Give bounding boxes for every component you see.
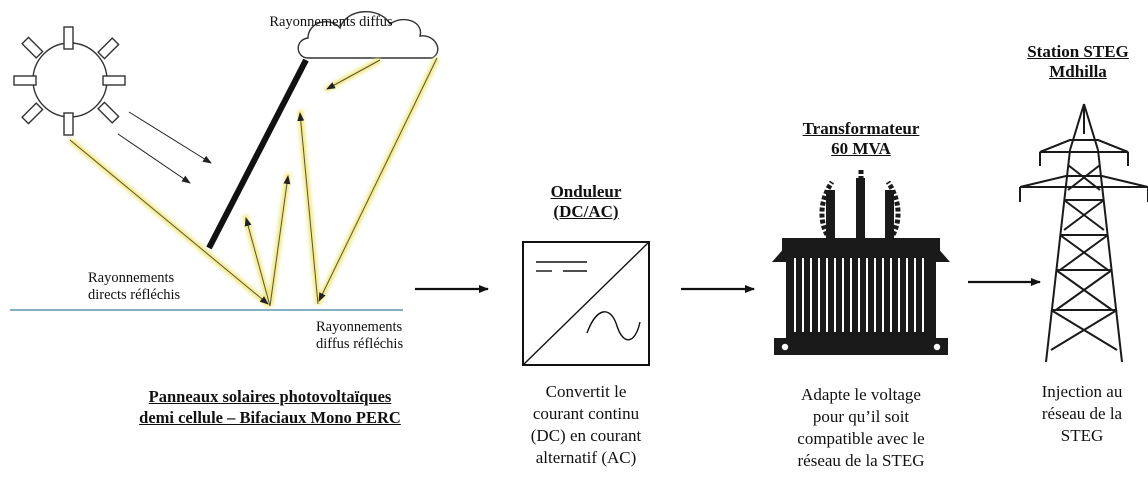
station-desc-line: STEG: [1060, 426, 1104, 445]
panel-caption: Panneaux solaires photovoltaïques demi c…: [60, 386, 480, 428]
station-description: Injection au réseau de la STEG: [1018, 381, 1146, 447]
sun-icon: [13, 26, 126, 136]
station-title: Station STEG Mdhilla: [1008, 42, 1148, 82]
inverter-desc-line: courant continu: [532, 404, 640, 423]
transformer-title-line-1: Transformateur: [802, 119, 920, 138]
panel-caption-line-2: demi cellule – Bifaciaux Mono PERC: [139, 408, 401, 427]
transformer-desc-line: Adapte le voltage: [801, 385, 921, 404]
diffuse-reflected-line-1: Rayonnements: [316, 319, 403, 335]
direct-reflected-line-2: directs réfléchis: [88, 287, 181, 303]
diffuse-reflected-label: Rayonnements diffus réfléchis: [316, 319, 456, 353]
inverter-title: Onduleur (DC/AC): [506, 182, 666, 222]
inverter-title-line-1: Onduleur: [550, 182, 622, 201]
diffuse-radiation-text: Rayonnements diffus: [269, 14, 393, 30]
station-title-line-1: Station STEG: [1027, 42, 1129, 61]
transformer-title: Transformateur 60 MVA: [771, 119, 951, 159]
inverter-desc-line: Convertit le: [545, 382, 627, 401]
solar-rays: [68, 56, 440, 309]
station-desc-line: réseau de la: [1041, 404, 1123, 423]
direct-rays: [117, 111, 212, 184]
station-title-line-2: Mdhilla: [1049, 62, 1107, 81]
pylon-icon: [1019, 103, 1148, 363]
direct-reflected-label: Rayonnements directs réfléchis: [88, 270, 228, 304]
panel-caption-line-1: Panneaux solaires photovoltaïques: [148, 387, 392, 406]
solar-ray-lines: [69, 57, 438, 307]
transformer-icon: [772, 168, 950, 355]
inverter-desc-line: alternatif (AC): [535, 448, 637, 467]
transformer-description: Adapte le voltage pour qu’il soit compat…: [766, 384, 956, 472]
solar-panel-icon: [206, 58, 309, 250]
station-desc-line: Injection au: [1041, 382, 1123, 401]
transformer-desc-line: réseau de la STEG: [797, 451, 925, 470]
direct-reflected-line-1: Rayonnements: [88, 270, 175, 286]
cloud-icon: [297, 10, 439, 59]
inverter-description: Convertit le courant continu (DC) en cou…: [506, 381, 666, 469]
inverter-title-line-2: (DC/AC): [553, 202, 619, 221]
diffuse-radiation-label: Rayonnements diffus: [266, 14, 396, 31]
inverter-desc-line: (DC) en courant: [530, 426, 642, 445]
transformer-desc-line: pour qu’il soit: [812, 407, 910, 426]
inverter-icon: [522, 241, 650, 366]
diffuse-reflected-line-2: diffus réfléchis: [316, 336, 404, 352]
transformer-desc-line: compatible avec le: [797, 429, 925, 448]
transformer-title-line-2: 60 MVA: [831, 139, 891, 158]
